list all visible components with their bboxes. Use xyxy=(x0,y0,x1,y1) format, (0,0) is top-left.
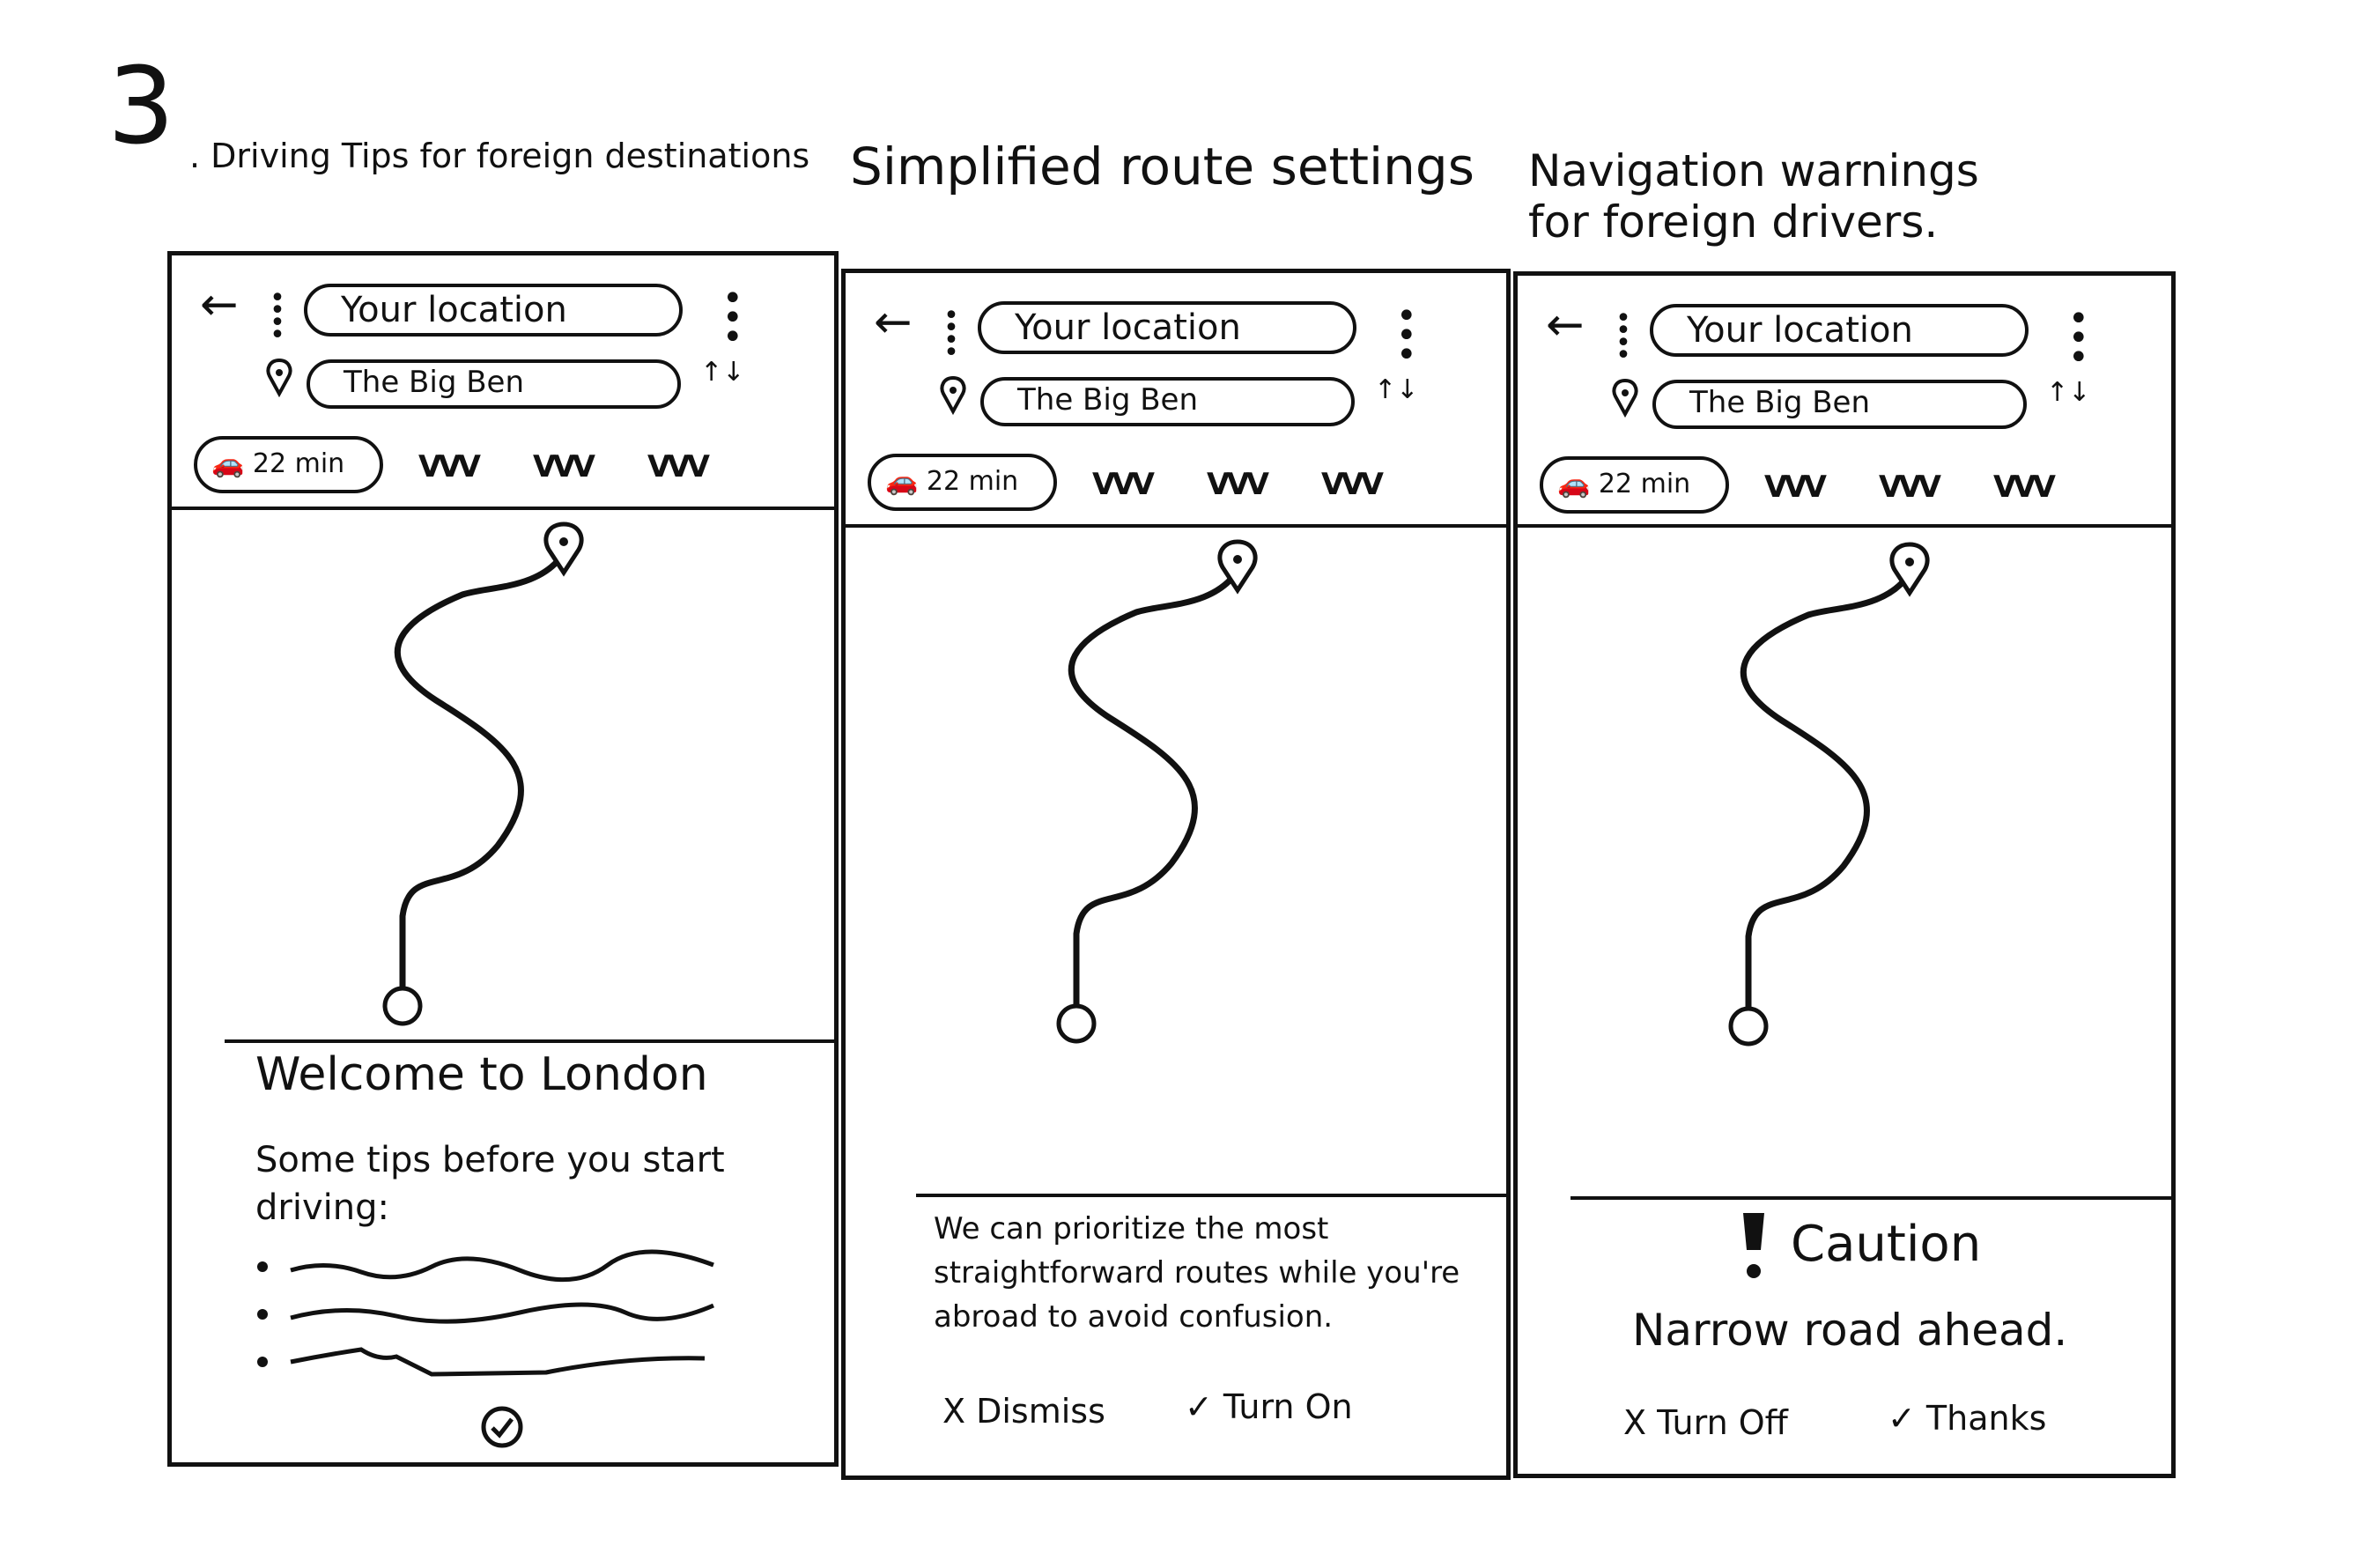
route-map xyxy=(1056,539,1258,1044)
destination-pin-icon xyxy=(936,374,970,420)
tips-subtitle: Some tips before you start driving: xyxy=(255,1140,725,1228)
mode-duration: 22 min xyxy=(252,448,345,479)
heading-navigation-warnings: Navigation warnings for foreign drivers. xyxy=(1528,145,1979,248)
tip-item-2 xyxy=(257,1302,714,1324)
destination-marker-icon xyxy=(543,521,584,577)
dismiss-button[interactable]: X Dismiss xyxy=(942,1392,1105,1431)
tips-list xyxy=(255,1249,749,1395)
phone-screen-route-settings: ← •••• Your location The Big Ben ••• ↑↓ … xyxy=(841,269,1511,1480)
back-arrow-icon[interactable]: ← xyxy=(200,278,239,331)
mode-option-2[interactable]: VVV xyxy=(1764,470,1827,505)
header-divider xyxy=(846,524,1506,528)
kebab-menu-icon[interactable]: ••• xyxy=(722,278,743,358)
origin-input[interactable]: Your location xyxy=(304,284,683,337)
step-number: 3 xyxy=(107,46,175,168)
tip-item-1 xyxy=(257,1249,714,1283)
tip-item-3 xyxy=(257,1347,706,1377)
mode-option-2[interactable]: VVV xyxy=(1092,467,1155,502)
swap-arrows-icon[interactable]: ↑↓ xyxy=(700,357,745,388)
mode-option-4[interactable]: VVV xyxy=(647,449,710,484)
exclamation-icon xyxy=(1736,1208,1771,1291)
turn-off-button[interactable]: X Turn Off xyxy=(1623,1403,1788,1442)
route-map xyxy=(1728,542,1930,1047)
heading-driving-tips: . Driving Tips for foreign destinations xyxy=(189,137,810,175)
kebab-menu-icon[interactable]: ••• xyxy=(2068,299,2089,378)
caution-title: Caution xyxy=(1791,1216,1982,1273)
route-line xyxy=(1068,565,1243,1008)
route-map xyxy=(382,521,584,1026)
mode-option-4[interactable]: VVV xyxy=(1993,470,2056,505)
destination-pin-icon xyxy=(262,357,296,403)
mode-driving-selected[interactable]: 🚗 22 min xyxy=(1540,456,1729,514)
mode-option-3[interactable]: VVV xyxy=(533,449,595,484)
route-connector-icon: •••• xyxy=(1615,303,1631,371)
swap-arrows-icon[interactable]: ↑↓ xyxy=(2046,377,2091,408)
map-divider xyxy=(225,1039,834,1043)
mode-option-4[interactable]: VVV xyxy=(1321,467,1384,502)
map-divider xyxy=(916,1194,1506,1197)
origin-circle-icon xyxy=(1728,1006,1769,1047)
origin-input[interactable]: Your location xyxy=(978,301,1356,354)
mode-option-3[interactable]: VVV xyxy=(1207,467,1269,502)
mode-driving-selected[interactable]: 🚗 22 min xyxy=(194,436,383,493)
thanks-button[interactable]: ✓ Thanks xyxy=(1888,1399,2047,1438)
route-connector-icon: •••• xyxy=(943,300,959,368)
origin-circle-icon xyxy=(1056,1003,1097,1044)
destination-input[interactable]: The Big Ben xyxy=(307,359,681,409)
mode-option-3[interactable]: VVV xyxy=(1879,470,1941,505)
mode-driving-selected[interactable]: 🚗 22 min xyxy=(868,454,1057,511)
destination-input[interactable]: The Big Ben xyxy=(1652,380,2027,429)
route-line xyxy=(1740,567,1915,1010)
back-arrow-icon[interactable]: ← xyxy=(1546,299,1585,351)
kebab-menu-icon[interactable]: ••• xyxy=(1396,296,1417,375)
heading-route-settings: Simplified route settings xyxy=(850,137,1474,196)
destination-marker-icon xyxy=(1217,539,1258,595)
mode-option-2[interactable]: VVV xyxy=(418,449,481,484)
destination-pin-icon xyxy=(1608,377,1642,423)
map-divider xyxy=(1571,1196,2171,1200)
header-divider xyxy=(1518,524,2171,528)
origin-circle-icon xyxy=(382,986,423,1026)
back-arrow-icon[interactable]: ← xyxy=(874,296,913,349)
route-connector-icon: •••• xyxy=(270,283,285,351)
welcome-title: Welcome to London xyxy=(255,1048,708,1101)
swap-arrows-icon[interactable]: ↑↓ xyxy=(1374,374,1419,405)
mode-duration: 22 min xyxy=(1598,469,1691,499)
turn-on-button[interactable]: ✓ Turn On xyxy=(1185,1387,1353,1426)
car-icon: 🚗 xyxy=(1557,469,1591,499)
destination-marker-icon xyxy=(1889,542,1930,597)
header-divider xyxy=(172,507,834,510)
mode-duration: 22 min xyxy=(926,466,1019,497)
phone-screen-navigation-warning: ← •••• Your location The Big Ben ••• ↑↓ … xyxy=(1513,271,2176,1478)
origin-input[interactable]: Your location xyxy=(1650,304,2029,357)
route-line xyxy=(394,547,569,990)
phone-screen-driving-tips: ← •••• Your location The Big Ben ••• ↑↓ … xyxy=(167,251,839,1467)
destination-input[interactable]: The Big Ben xyxy=(980,377,1355,426)
car-icon: 🚗 xyxy=(885,466,919,497)
caution-message: Narrow road ahead. xyxy=(1632,1305,2068,1356)
check-circle-icon[interactable] xyxy=(480,1405,524,1453)
route-settings-message: We can prioritize the most straightforwa… xyxy=(934,1211,1460,1335)
car-icon: 🚗 xyxy=(211,448,245,479)
